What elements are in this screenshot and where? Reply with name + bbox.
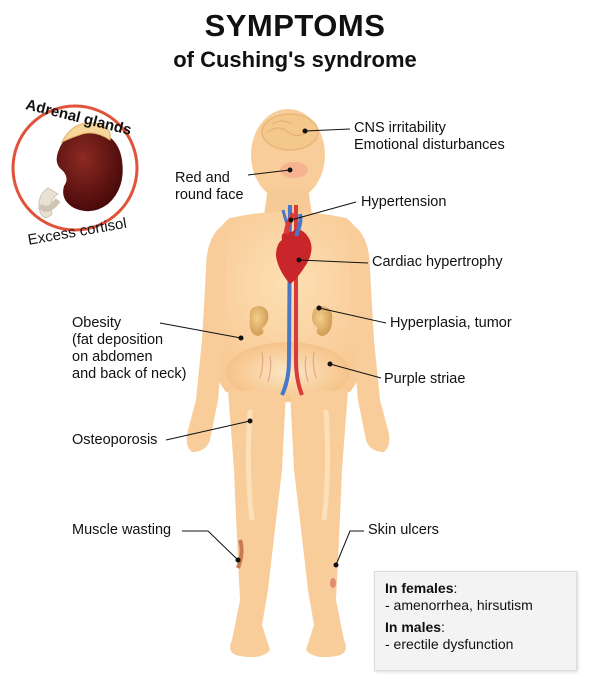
adrenal-inset <box>11 104 139 232</box>
label-obesity-line-4: and back of neck) <box>72 366 187 382</box>
label-obesity-line-1: Obesity <box>72 315 122 331</box>
gender-notes-box: In females: - amenorrhea, hirsutism In m… <box>374 571 577 671</box>
label-cns-line-2: Emotional disturbances <box>354 137 505 153</box>
label-hypertension: Hypertension <box>361 194 447 210</box>
label-cns-line-1: CNS irritability <box>354 120 446 136</box>
label-obesity-line-3: on abdomen <box>72 349 153 365</box>
label-osteoporosis: Osteoporosis <box>72 432 158 448</box>
leader-cardiac <box>298 259 369 264</box>
females-heading: In females <box>385 580 454 596</box>
leader-hyperplasia <box>318 307 387 324</box>
males-text: - erectile dysfunction <box>385 636 514 652</box>
leader-ulcers <box>335 530 364 566</box>
kidney-icon <box>56 129 123 212</box>
red-face-mark <box>280 162 308 178</box>
purple-striae-marks <box>259 351 317 383</box>
label-skin-ulcers: Skin ulcers <box>368 522 439 538</box>
label-hyperplasia: Hyperplasia, tumor <box>390 315 512 331</box>
skin-ulcer-mark <box>330 578 336 588</box>
leader-cns <box>304 128 351 132</box>
brain-icon <box>261 113 319 151</box>
label-obesity-line-2: (fat deposition <box>72 332 164 348</box>
leader-muscle <box>182 530 239 561</box>
body-kidney-right-icon <box>312 306 333 336</box>
label-face-line-2: round face <box>175 187 244 203</box>
heart-icon <box>276 212 312 284</box>
label-face-line-1: Red and <box>175 170 230 186</box>
blood-vessels <box>280 204 304 396</box>
label-cns: CNS irritability Emotional disturbances <box>354 120 505 154</box>
leader-osteoporosis <box>165 420 251 441</box>
females-text: - amenorrhea, hirsutism <box>385 597 533 613</box>
leader-striae <box>329 363 382 379</box>
label-cardiac: Cardiac hypertrophy <box>372 254 503 270</box>
males-heading: In males <box>385 619 442 635</box>
body-kidney-left-icon <box>249 306 269 336</box>
leader-lines <box>159 128 387 566</box>
label-face: Red and round face <box>175 170 244 204</box>
label-obesity: Obesity (fat deposition on abdomen and b… <box>72 315 186 383</box>
leader-hypertension <box>290 201 357 221</box>
females-note: In females: <box>385 580 458 596</box>
leader-face <box>247 169 291 176</box>
males-note: In males: <box>385 619 445 635</box>
label-muscle-wasting: Muscle wasting <box>72 522 172 538</box>
leader-obesity <box>159 322 242 339</box>
leader-dots <box>235 128 339 568</box>
label-striae: Purple striae <box>384 371 466 387</box>
muscle-wasting-mark <box>236 539 244 569</box>
adrenal-gland-icon <box>60 122 111 144</box>
page-subtitle: of Cushing's syndrome <box>173 47 417 72</box>
page-title: SYMPTOMS <box>204 8 386 43</box>
